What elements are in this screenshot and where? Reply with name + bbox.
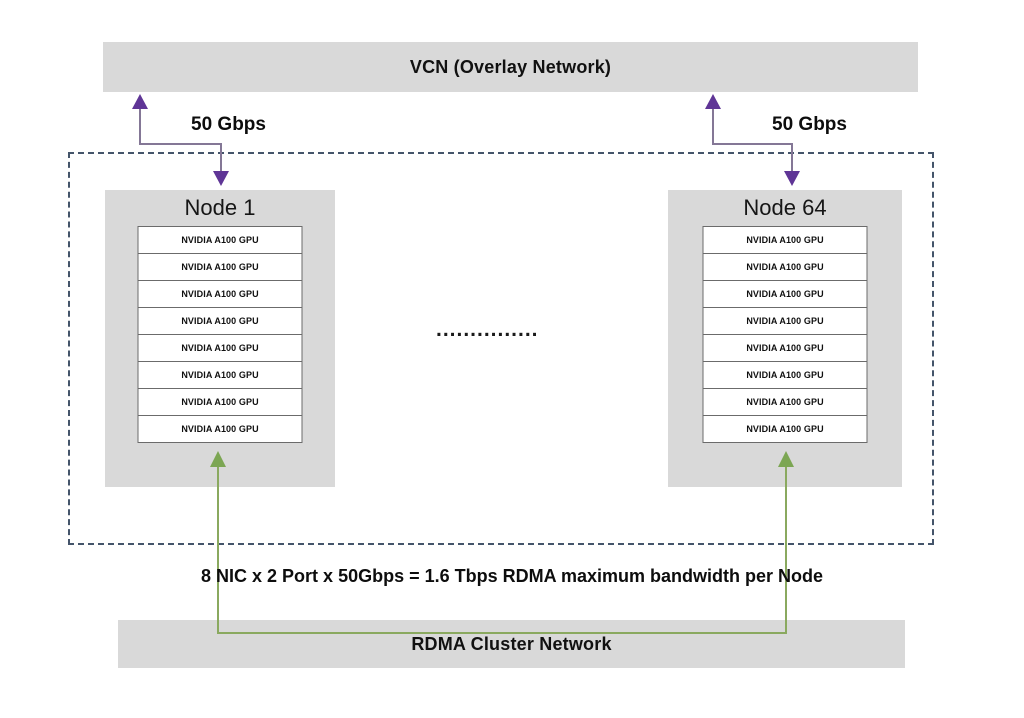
gpu-row: NVIDIA A100 GPU bbox=[137, 361, 303, 389]
gpu-row: NVIDIA A100 GPU bbox=[702, 361, 868, 389]
gpu-row: NVIDIA A100 GPU bbox=[137, 307, 303, 335]
gpu-row: NVIDIA A100 GPU bbox=[137, 415, 303, 443]
node-1-title: Node 1 bbox=[184, 195, 256, 220]
rdma-cluster-network-bar: RDMA Cluster Network bbox=[118, 620, 905, 668]
gpu-row: NVIDIA A100 GPU bbox=[137, 253, 303, 281]
arrow-up-to-vcn-right-icon bbox=[705, 94, 721, 109]
gpu-row: NVIDIA A100 GPU bbox=[137, 226, 303, 254]
cluster-dashed-boundary bbox=[68, 152, 934, 545]
vcn-link-left-elbow bbox=[139, 143, 222, 145]
vcn-link-right-elbow bbox=[712, 143, 793, 145]
more-nodes-ellipsis: ............... bbox=[436, 318, 539, 341]
vcn-link-left-stem-up bbox=[139, 108, 141, 145]
gpu-row: NVIDIA A100 GPU bbox=[702, 415, 868, 443]
gpu-row: NVIDIA A100 GPU bbox=[702, 253, 868, 281]
gpu-row: NVIDIA A100 GPU bbox=[702, 334, 868, 362]
arrow-up-to-vcn-left-icon bbox=[132, 94, 148, 109]
link-speed-label-left: 50 Gbps bbox=[191, 114, 266, 135]
vcn-overlay-network-label: VCN (Overlay Network) bbox=[409, 56, 612, 77]
vcn-link-left-stem-down bbox=[220, 143, 222, 173]
gpu-row: NVIDIA A100 GPU bbox=[702, 307, 868, 335]
rdma-link-horizontal bbox=[217, 632, 787, 634]
arrow-down-to-node64-icon bbox=[784, 171, 800, 186]
gpu-row: NVIDIA A100 GPU bbox=[702, 226, 868, 254]
gpu-row: NVIDIA A100 GPU bbox=[137, 280, 303, 308]
arrow-up-to-node64-rdma-icon bbox=[778, 451, 794, 467]
link-speed-label-right: 50 Gbps bbox=[772, 114, 847, 135]
vcn-link-right-stem-down bbox=[791, 143, 793, 173]
rdma-link-right-stem bbox=[785, 465, 787, 634]
rdma-cluster-network-label: RDMA Cluster Network bbox=[411, 633, 612, 654]
node-64-title: Node 64 bbox=[743, 195, 827, 220]
gpu-row: NVIDIA A100 GPU bbox=[702, 280, 868, 308]
arrow-up-to-node1-rdma-icon bbox=[210, 451, 226, 467]
gpu-row: NVIDIA A100 GPU bbox=[137, 334, 303, 362]
vcn-overlay-network-bar: VCN (Overlay Network) bbox=[103, 42, 918, 92]
gpu-row: NVIDIA A100 GPU bbox=[137, 388, 303, 416]
vcn-link-right-stem-up bbox=[712, 108, 714, 145]
arrow-down-to-node1-icon bbox=[213, 171, 229, 186]
rdma-link-left-stem bbox=[217, 465, 219, 634]
gpu-row: NVIDIA A100 GPU bbox=[702, 388, 868, 416]
bandwidth-note: 8 NIC x 2 Port x 50Gbps = 1.6 Tbps RDMA … bbox=[201, 566, 823, 586]
